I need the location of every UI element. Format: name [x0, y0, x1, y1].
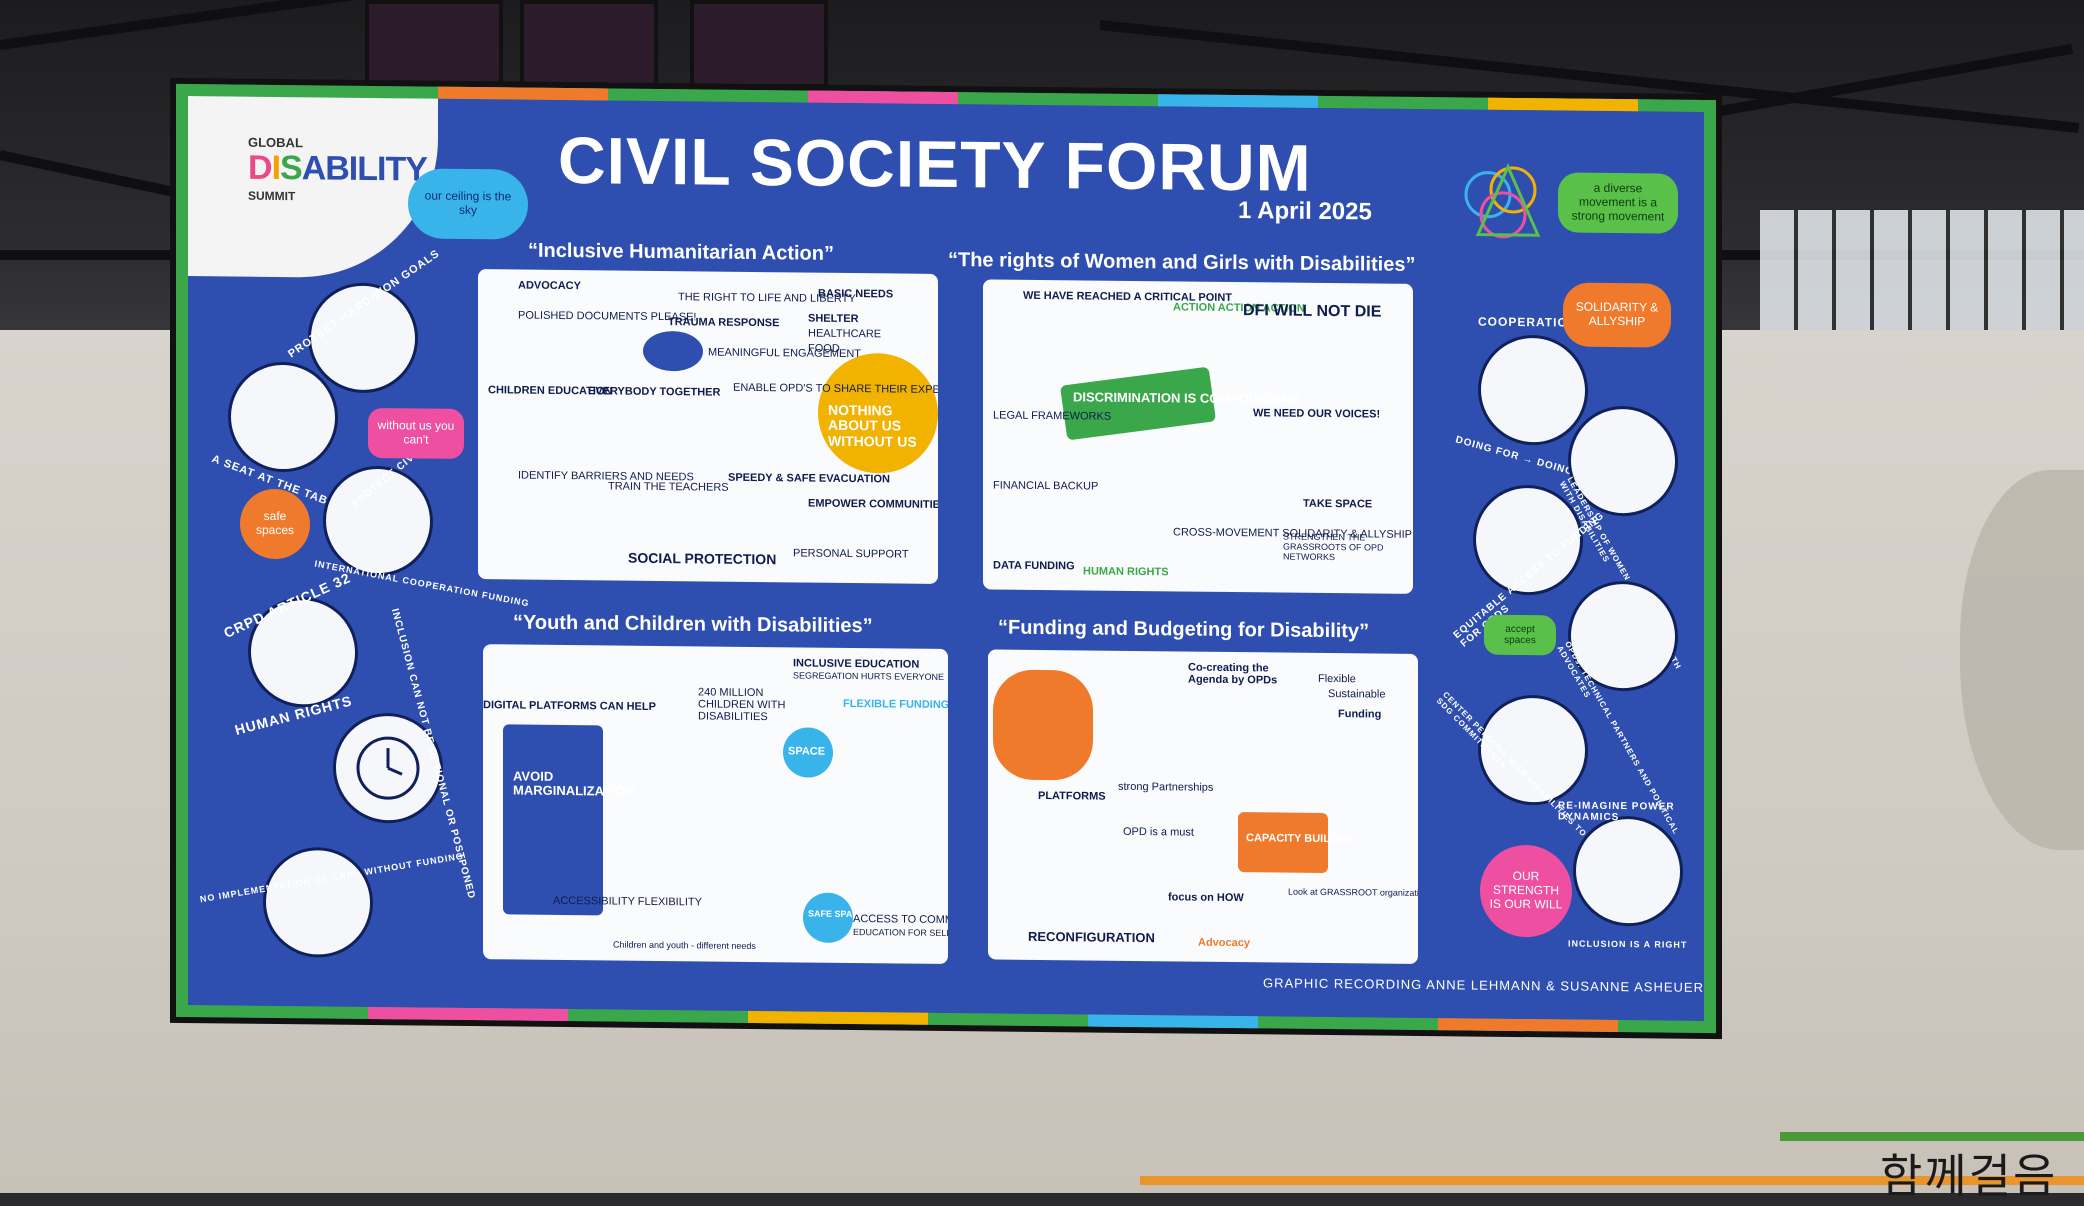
note: ACCESSIBILITY FLEXIBILITY [553, 894, 702, 909]
note: NOTHING ABOUT US WITHOUT US [828, 401, 917, 450]
note: DATA FUNDING [993, 559, 1075, 573]
note: SEGREGATION HURTS EVERYONE [793, 670, 945, 682]
section-title: “The rights of Women and Girls with Disa… [948, 249, 1416, 276]
safe-spaces-ring: safe spaces [240, 488, 310, 560]
note: FINANCIAL BACKUP [993, 479, 1099, 493]
logo-text-summit: SUMMIT [248, 188, 296, 204]
logo-panel: GLOBAL DISABILITY SUMMIT [188, 96, 438, 279]
note: 240 MILLION CHILDREN WITH DISABILITIES [698, 686, 786, 724]
note: OPD is a must [1123, 825, 1194, 839]
wall-stripe-orange [1140, 1176, 2084, 1185]
note: SOCIAL PROTECTION [628, 549, 777, 568]
note: RECONFIGURATION [1028, 928, 1155, 946]
note: Sustainable [1328, 688, 1386, 701]
logo-text-disability: DISABILITY [248, 148, 427, 189]
overlapping-circles-icon [1464, 163, 1541, 239]
frame-segment [368, 1006, 568, 1022]
note: SPACE [788, 745, 826, 758]
note: WE NEED OUR VOICES! [1253, 407, 1381, 421]
speech-bubble: without us you can't [368, 407, 464, 459]
signature-watermark: 함께걸음 [1880, 1149, 2058, 1203]
note: ENABLE OPD'S TO SHARE THEIR EXPERTISE [733, 381, 938, 397]
section-title: “Inclusive Humanitarian Action” [528, 239, 834, 265]
tagline-bubble: a diverse movement is a strong movement [1558, 172, 1678, 234]
speech-bubble: SOLIDARITY & ALLYSHIP [1563, 282, 1671, 348]
frame-segment [1088, 1014, 1258, 1029]
note: Look at GRASSROOT organizations [1288, 886, 1418, 899]
graphic-panel-youth-children: DIGITAL PLATFORMS CAN HELP AVOID MARGINA… [483, 644, 948, 965]
section-title: “Youth and Children with Disabilities” [513, 611, 873, 638]
seat-at-table-icon [228, 361, 338, 473]
highlight-blob [993, 669, 1093, 781]
credit-line: GRAPHIC RECORDING ANNE LEHMANN & SUSANNE… [1263, 975, 1704, 995]
note: DISCRIMINATION IS COMPOUNDING [1073, 389, 1301, 407]
speech-bubble: accept spaces [1484, 614, 1556, 656]
note: Advocacy [1198, 936, 1250, 950]
note: LEGAL FRAMEWORKS [993, 409, 1112, 423]
note: TAKE SPACE [1303, 497, 1373, 511]
highlight-blob [503, 724, 603, 916]
frame-segment [1438, 1018, 1618, 1033]
stage-light [520, 0, 658, 88]
note: TRAUMA RESPONSE [668, 316, 780, 330]
hand-power-icon [1573, 815, 1683, 927]
circle-label: INCLUSION IS A RIGHT [1568, 938, 1688, 950]
diamond-hands-icon [263, 846, 373, 958]
note: MEANINGFUL ENGAGEMENT [708, 346, 861, 361]
cooperation-icon [1478, 334, 1588, 446]
frame-segment [1158, 94, 1318, 108]
note: HUMAN RIGHTS [1083, 565, 1169, 579]
page-title: CIVIL SOCIETY FORUM [558, 122, 1312, 205]
event-date: 1 April 2025 [1238, 197, 1372, 226]
note: DFI WILL NOT DIE [1243, 302, 1382, 321]
note: AVOID MARGINALIZATION [513, 768, 635, 800]
note: ADVOCACY [518, 279, 581, 293]
graphic-panel-women-girls: WE HAVE REACHED A CRITICAL POINT ACTION … [983, 279, 1413, 594]
speech-bubble: OUR STRENGTH IS OUR WILL [1480, 844, 1572, 938]
frame-segment [748, 1010, 928, 1025]
note: DIGITAL PLATFORMS CAN HELP [483, 699, 656, 713]
projection-screen: GLOBAL DISABILITY SUMMIT CIVIL SOCIETY F… [176, 83, 1716, 1034]
note: Children and youth - different needs [613, 939, 756, 952]
highlight-blob [643, 330, 703, 372]
note: ACCESS TO COMMUNICATION [853, 913, 948, 927]
clock-icon [333, 712, 443, 824]
note: PERSONAL SUPPORT [793, 547, 909, 561]
frame-segment [808, 90, 958, 105]
note: BASIC NEEDS [818, 287, 894, 301]
note: Flexible [1318, 672, 1356, 686]
section-title: “Funding and Budgeting for Disability” [998, 616, 1370, 643]
stage-light [365, 0, 503, 88]
note: HEALTHCARE [808, 327, 882, 341]
frame-segment [1488, 97, 1638, 112]
note: Co-creating the Agenda by OPDs [1188, 661, 1278, 687]
graphic-panel-funding: Co-creating the Agenda by OPDs Flexible … [988, 649, 1418, 964]
graphic-panel-humanitarian: ADVOCACY POLISHED DOCUMENTS PLEASE! THE … [478, 269, 938, 584]
note: CAPACITY BUILDING [1246, 832, 1358, 846]
note: TRAIN THE TEACHERS [608, 480, 729, 494]
note: strong Partnerships [1118, 780, 1214, 794]
note: Funding [1338, 708, 1382, 721]
note: focus on HOW [1168, 891, 1244, 905]
note: INCLUSIVE EDUCATION [793, 657, 920, 671]
note: STRENGTHEN THE GRASSROOTS OF OPD NETWORK… [1283, 531, 1384, 562]
note: PLATFORMS [1038, 789, 1106, 803]
note: SPEEDY & SAFE EVACUATION [728, 471, 890, 486]
note: EVERYBODY TOGETHER [588, 385, 721, 399]
circle-label: RE-IMAGINE POWER DYNAMICS [1558, 800, 1675, 824]
note: EDUCATION FOR SELF-CONFIDENCE [853, 927, 948, 939]
stage-light [690, 0, 828, 88]
wall-stripe-green [1780, 1132, 2084, 1141]
frame-segment [438, 86, 608, 101]
note: FLEXIBLE FUNDING [843, 697, 948, 712]
note: EMPOWER COMMUNITIES [808, 497, 938, 512]
tagline-cloud: our ceiling is the sky [408, 168, 528, 240]
note: SHELTER [808, 312, 859, 326]
